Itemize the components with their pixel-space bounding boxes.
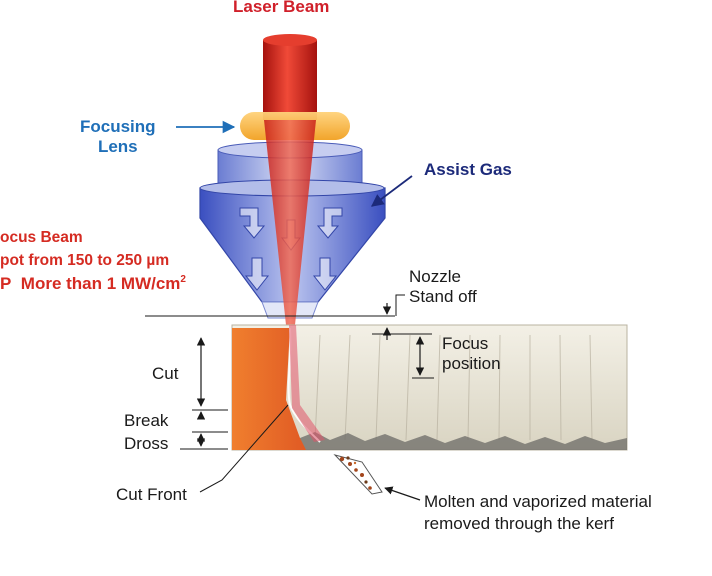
power-density-value: More than 1 MW/cm [20,274,181,293]
power-density-label: P More than 1 MW/cm2 [0,274,186,294]
nozzle-label: Nozzle [409,267,461,286]
assist-gas-label: Assist Gas [424,160,512,179]
molten-label-line1: Molten and vaporized material [424,492,652,511]
stand-off-label: Stand off [409,287,477,306]
spot-size-label: pot from 150 to 250 µm [0,252,170,269]
focusing-lens-label-line1: Focusing [80,117,156,136]
molten-label-line2: removed through the kerf [424,514,614,533]
focused-beam-cone [264,120,316,325]
cut-front-label: Cut Front [116,485,187,504]
laser-beam-top [263,34,317,46]
power-density-exponent: 2 [180,274,186,285]
cut-front-leader [199,404,289,493]
assist-gas-arrow [370,175,413,207]
dross-edge [300,432,627,450]
focus-label: Focus [442,334,489,353]
focusing-lens-label: Focusing Lens [80,117,156,156]
striation-marks [314,334,593,441]
focusing-lens-label-line2: Lens [97,136,138,156]
cut-label: Cut [152,364,179,383]
break-label: Break [124,411,169,430]
position-label: position [442,354,501,373]
laser-beam-label: Laser Beam [233,0,330,16]
nozzle-standoff-bracket [395,294,405,316]
focus-beam-label: ocus Beam [0,229,83,246]
beam-in-workpiece [289,325,325,442]
dross-label: Dross [124,434,169,453]
laser-beam [263,40,317,120]
cut-face [232,328,306,450]
molten-arrow [384,486,421,501]
power-density-prefix: P [0,274,12,293]
molten-particles [333,454,383,495]
